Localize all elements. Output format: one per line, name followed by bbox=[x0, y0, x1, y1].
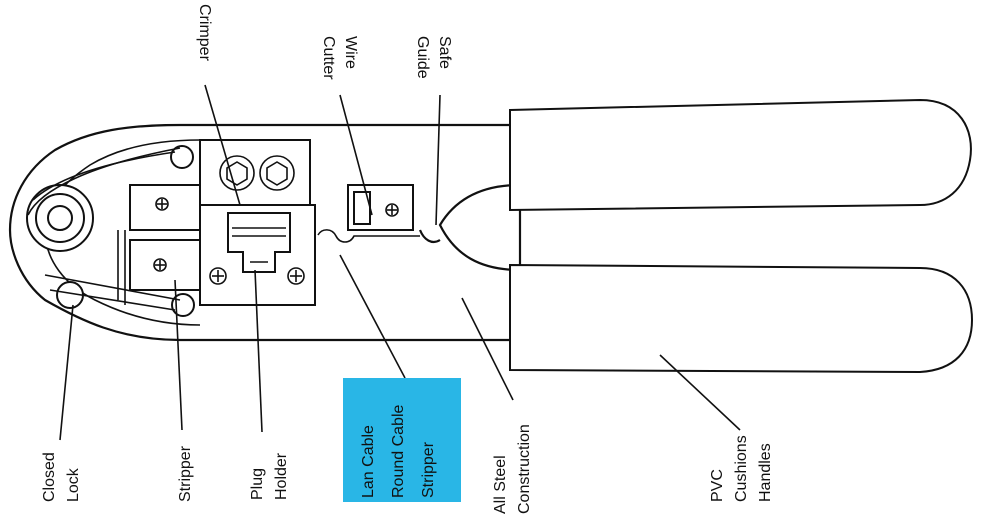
crimper-bolt-right bbox=[259, 155, 295, 191]
svg-text:Wire Cutter: Wire Cutter bbox=[320, 36, 359, 80]
leader-crimper bbox=[204, 84, 241, 206]
label-plug-holder-line-1: Plug bbox=[249, 468, 266, 500]
wire-cutter bbox=[347, 184, 414, 231]
label-crimper-line-1: Crimper bbox=[196, 4, 213, 62]
leader-stripper bbox=[174, 279, 183, 431]
svg-text:Stripper: Stripper bbox=[177, 445, 194, 502]
label-wire-cutter: Wire Cutter bbox=[320, 36, 359, 80]
plug-holder bbox=[199, 204, 316, 306]
label-wire-cutter-line-2: Cutter bbox=[320, 36, 337, 80]
label-lan-cable-stripper: Lan Cable Round Cable Stripper bbox=[360, 400, 437, 499]
label-pvc-line-3: Handles bbox=[757, 443, 774, 502]
label-crimper: Crimper bbox=[196, 4, 213, 62]
spring-wire-upper-2 bbox=[32, 151, 176, 201]
leader-all-steel bbox=[461, 297, 514, 401]
leader-safe-guide bbox=[435, 94, 441, 226]
leader-lan-stripper bbox=[339, 254, 406, 379]
leader-pvc bbox=[659, 354, 741, 431]
label-wire-cutter-line-1: Wire bbox=[342, 36, 359, 69]
label-lan-line-2: Round Cable bbox=[390, 405, 407, 499]
upper-handle bbox=[509, 98, 972, 212]
steel-body-outline bbox=[8, 123, 522, 342]
label-closed-lock-line-1: Closed bbox=[41, 452, 58, 502]
label-pvc-handles: PVC Cushions Handles bbox=[709, 431, 774, 502]
spring-pin-upper bbox=[170, 145, 194, 169]
svg-text:Lan Cable Round Cable: Lan Cable Round Cable Stripper bbox=[360, 400, 437, 498]
label-lan-line-3: Stripper bbox=[420, 441, 437, 498]
label-closed-lock: Closed Lock bbox=[41, 448, 82, 502]
label-lan-line-1: Lan Cable bbox=[360, 425, 377, 498]
leader-wire-cutter bbox=[339, 94, 373, 216]
stripper-screw-lower bbox=[153, 258, 167, 272]
handle-fork bbox=[438, 183, 521, 272]
label-all-steel-construction: All Steel Construction bbox=[492, 424, 533, 514]
round-cable-notch bbox=[317, 229, 420, 243]
label-all-steel-line-1: All Steel bbox=[492, 455, 509, 514]
plug-holder-screw-left bbox=[209, 267, 227, 285]
spring-wire-lower-2 bbox=[49, 289, 176, 311]
svg-text:All Steel Construction: All Steel Construction bbox=[492, 424, 533, 514]
label-safe-guide: Safe Guide bbox=[414, 36, 453, 79]
stripper-blades bbox=[117, 184, 201, 305]
svg-text:Plug Holder: Plug Holder bbox=[249, 452, 290, 500]
svg-text:Closed Lock: Closed Lock bbox=[41, 448, 82, 502]
label-stripper: Stripper bbox=[177, 445, 194, 502]
lan-stripper-highlight bbox=[343, 378, 461, 502]
label-safe-guide-line-1: Safe bbox=[436, 36, 453, 69]
cutter-screw bbox=[385, 203, 399, 217]
label-all-steel-line-2: Construction bbox=[516, 424, 533, 514]
label-pvc-line-2: Cushions bbox=[733, 435, 750, 502]
svg-text:Crimper: Crimper bbox=[196, 4, 213, 62]
label-closed-lock-line-2: Lock bbox=[65, 467, 82, 502]
label-safe-guide-line-2: Guide bbox=[414, 36, 431, 79]
lock-ring-inner bbox=[47, 205, 73, 231]
closed-lock bbox=[26, 145, 195, 317]
leader-plug-holder bbox=[254, 269, 263, 433]
pvc-handles bbox=[509, 98, 974, 374]
label-pvc-line-1: PVC bbox=[709, 469, 726, 502]
spring-wire-upper bbox=[27, 147, 181, 216]
svg-text:Safe Guide: Safe Guide bbox=[414, 36, 453, 79]
stripper-screw-upper bbox=[155, 197, 169, 211]
leader-lines bbox=[59, 84, 741, 441]
label-plug-holder: Plug Holder bbox=[249, 452, 290, 500]
safe-guide bbox=[418, 229, 441, 244]
leader-closed-lock bbox=[59, 304, 74, 441]
label-stripper-line-1: Stripper bbox=[177, 445, 194, 502]
label-plug-holder-line-2: Holder bbox=[273, 452, 290, 500]
crimper-bolt-left bbox=[219, 155, 255, 191]
crimper-block bbox=[199, 139, 311, 206]
plug-holder-screw-right bbox=[287, 267, 305, 285]
svg-text:PVC Cushions Handl: PVC Cushions Handles bbox=[709, 431, 774, 502]
spring-wire-lower bbox=[44, 274, 181, 301]
lower-handle bbox=[509, 263, 974, 374]
